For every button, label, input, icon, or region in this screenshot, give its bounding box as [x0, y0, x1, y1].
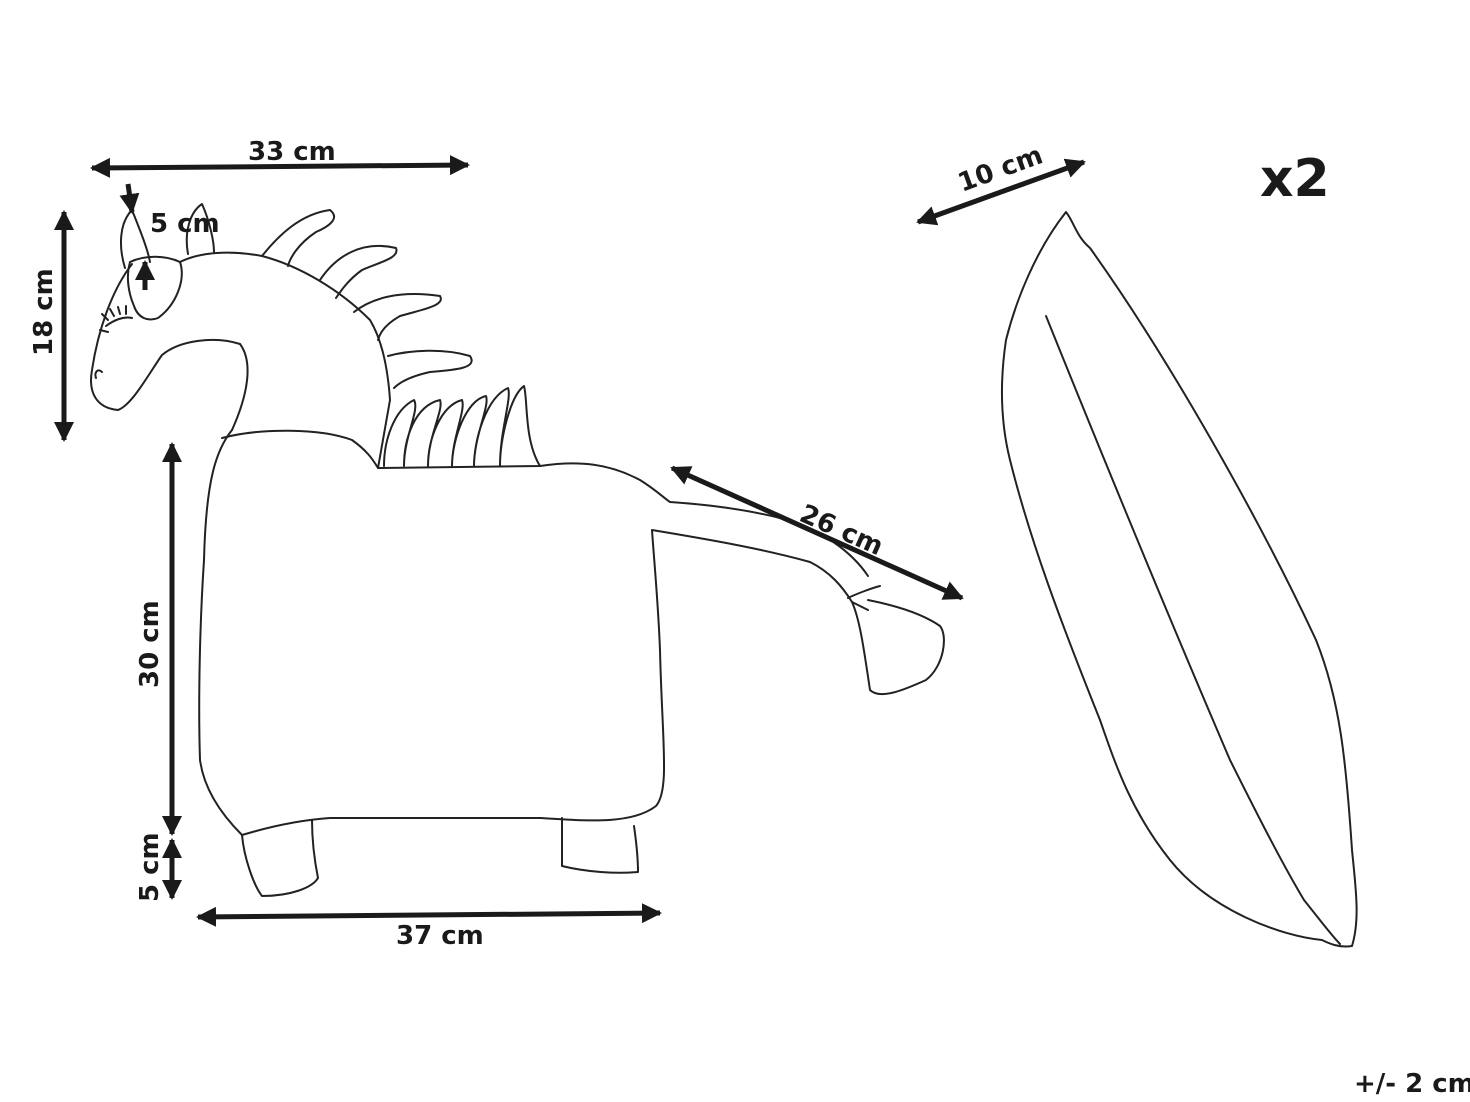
horse-back-leg	[561, 817, 639, 874]
horse-pouf-drawing	[90, 203, 945, 897]
label-horse-length-top: 33 cm	[248, 137, 336, 167]
horse-neck	[231, 343, 249, 431]
horse-eye-patch	[126, 255, 183, 321]
horse-front-leg	[241, 819, 319, 897]
pillow-drawing	[1000, 211, 1358, 948]
label-head-height: 18 cm	[29, 268, 59, 356]
arrow-tail-length	[670, 465, 964, 601]
label-body-height: 30 cm	[135, 600, 165, 688]
horse-tail	[847, 585, 945, 696]
arrow-ear-top	[119, 183, 140, 214]
horse-mane-1	[261, 209, 335, 267]
horse-mane-3	[353, 293, 442, 341]
horse-mane-4	[387, 349, 473, 389]
label-leg-height: 5 cm	[135, 832, 165, 902]
horse-back-mane	[383, 385, 541, 467]
horse-body	[198, 429, 869, 836]
label-tail-length: 26 cm	[795, 499, 887, 562]
arrow-horse-length-top	[90, 155, 470, 178]
pillow-outline	[1000, 211, 1358, 948]
label-tolerance: +/- 2 cm	[1354, 1069, 1470, 1099]
horse-head	[90, 263, 241, 411]
arrow-pillow-width	[916, 158, 1086, 226]
label-ear-height: 5 cm	[150, 209, 220, 239]
horse-collar-seam	[221, 429, 379, 469]
dimension-labels: 33 cm 5 cm 18 cm 30 cm 5 cm 37 cm 26 cm …	[29, 137, 1470, 1099]
horse-nostril	[94, 369, 103, 379]
arrow-body-length	[196, 903, 662, 927]
pillow-fold-line	[1045, 315, 1341, 945]
horse-back	[377, 462, 869, 577]
horse-mane-2	[319, 244, 398, 299]
label-quantity: x2	[1260, 149, 1330, 209]
horse-ear-right	[185, 203, 215, 255]
horse-eyelashes	[99, 305, 133, 333]
horse-forehead	[179, 251, 391, 469]
dimension-arrows	[54, 155, 1086, 927]
label-body-length: 37 cm	[396, 921, 484, 951]
